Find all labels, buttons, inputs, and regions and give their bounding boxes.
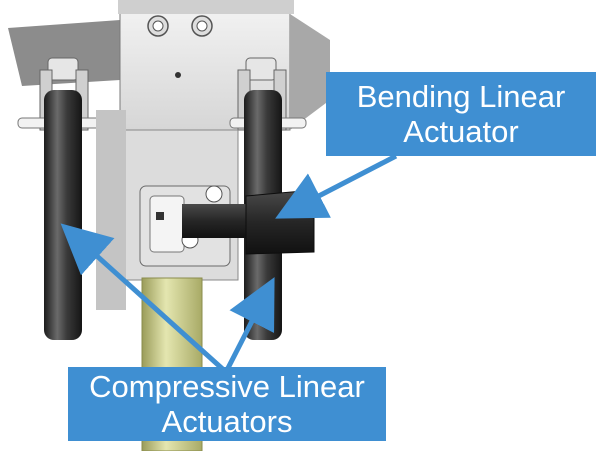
compressive-label-line2: Actuators xyxy=(161,404,293,439)
compressive-actuators-label: Compressive Linear Actuators xyxy=(68,367,386,441)
top-bolt-left xyxy=(147,15,169,37)
bending-label-line2: Actuator xyxy=(403,114,519,149)
compressive-arrow-right xyxy=(223,277,275,374)
bending-actuator-label: Bending Linear Actuator xyxy=(326,72,596,156)
bending-arrow xyxy=(275,153,398,219)
center-screw xyxy=(175,72,181,78)
compressive-arrow-left xyxy=(60,223,228,374)
bending-callout-box xyxy=(326,72,596,156)
compressive-label-line1: Compressive Linear xyxy=(89,369,365,404)
left-compressive-actuator-rod xyxy=(44,90,82,340)
compressive-callout-box xyxy=(68,367,386,441)
top-bolt-right xyxy=(191,15,213,37)
bending-label-line1: Bending Linear xyxy=(356,79,566,114)
